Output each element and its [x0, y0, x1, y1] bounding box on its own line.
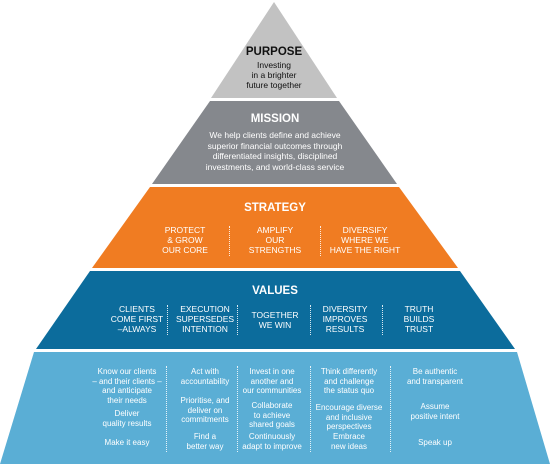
behaviour-text: Collaborate to achieve shared goals: [249, 401, 295, 429]
purpose-text: Investing in a brighter future together: [246, 60, 302, 90]
behaviours-separator: [237, 366, 238, 452]
values-item-truth: TRUTH BUILDS TRUST: [403, 304, 435, 334]
strategy-separator: [320, 226, 321, 256]
values-separator: [167, 305, 168, 335]
strategy-item-protect: PROTECT & GROW OUR CORE: [162, 225, 208, 255]
behaviour-text: Know our clients – and their clients – a…: [92, 367, 162, 405]
behaviour-text: Encourage diverse and inclusive perspect…: [315, 403, 383, 431]
mission-title: MISSION: [250, 113, 300, 125]
purpose-title: PURPOSE: [245, 46, 303, 58]
purpose-tier: [211, 2, 337, 98]
behaviours-separator: [166, 366, 167, 452]
behaviour-text: Think differently and challenge the stat…: [320, 367, 378, 395]
strategy-separator: [229, 226, 230, 256]
values-title: VALUES: [252, 285, 298, 297]
behaviour-text: Find a better way: [186, 432, 224, 451]
strategy-tier: [92, 187, 458, 268]
behaviour-text: Act with accountability: [180, 367, 230, 386]
behaviour-text: Deliver quality results: [102, 409, 152, 428]
behaviour-text: Invest in one another and our communitie…: [242, 367, 302, 395]
behaviour-text: Embrace new ideas: [330, 432, 368, 451]
values-item-execution: EXECUTION SUPERSEDES INTENTION: [175, 304, 235, 334]
strategy-title: STRATEGY: [244, 202, 306, 214]
behaviour-text: Be authentic and transparent: [406, 367, 464, 386]
mission-tier: [152, 101, 397, 184]
strategy-item-diversify: DIVERSIFY WHERE WE HAVE THE RIGHT: [329, 225, 401, 255]
values-item-clients: CLIENTS COME FIRST –ALWAYS: [110, 304, 164, 334]
behaviour-text: Speak up: [418, 438, 452, 447]
strategy-item-amplify: AMPLIFY OUR STRENGTHS: [248, 225, 302, 255]
values-separator: [237, 305, 238, 335]
behaviour-text: Prioritise, and deliver on commitments: [180, 396, 230, 424]
behaviour-text: Make it easy: [104, 438, 150, 447]
behaviour-text: Assume positive intent: [410, 402, 460, 421]
behaviour-text: Continuously adapt to improve: [242, 432, 302, 451]
values-tier: [36, 271, 515, 349]
values-separator: [382, 305, 383, 335]
values-separator: [310, 305, 311, 335]
behaviours-separator: [310, 366, 311, 452]
mission-text: We help clients define and achieve super…: [205, 130, 345, 172]
behaviours-separator: [390, 366, 391, 452]
values-item-diversity: DIVERSITY IMPROVES RESULTS: [322, 304, 368, 334]
values-item-together: TOGETHER WE WIN: [251, 310, 299, 330]
behaviours-tier: [0, 352, 550, 464]
